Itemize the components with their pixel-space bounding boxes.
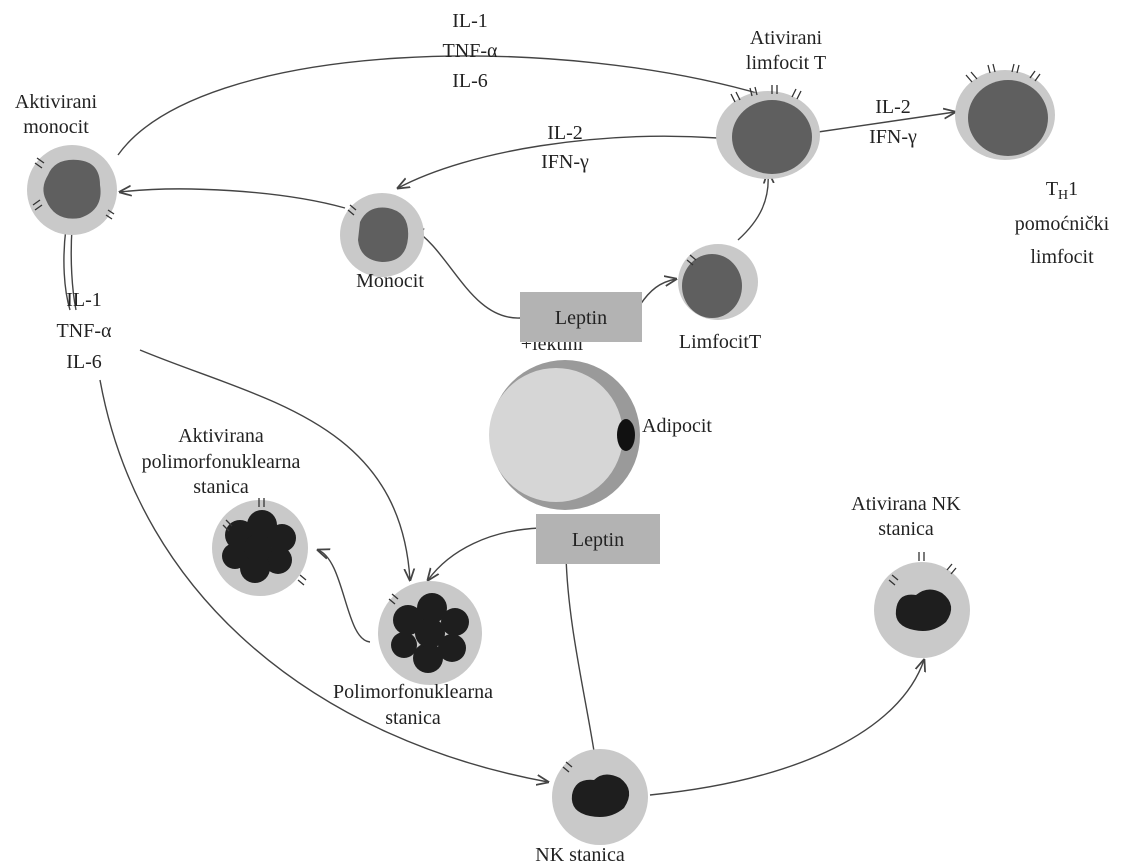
arrow-nk-to-activated-nk — [649, 660, 924, 796]
arrow-leptin-to-monocyte — [412, 228, 521, 319]
arrow-cytokines-to-nk — [99, 379, 548, 782]
line-activated-monocyte-down — [70, 227, 77, 311]
il2-ifn-left-label: IL-2 IFN-γ — [541, 122, 589, 173]
cell-adipocyte — [489, 360, 640, 510]
arrow-activated-t-to-monocyte — [398, 135, 719, 188]
svg-text:IL-6: IL-6 — [452, 70, 488, 92]
cell-nk — [552, 749, 648, 845]
svg-text:stanica: stanica — [878, 518, 934, 540]
arrow-pmn-to-activated-pmn — [318, 550, 371, 643]
nk-label: NK stanica — [535, 844, 625, 866]
monocyte-label: Monocit — [356, 270, 424, 292]
cell-pmn — [378, 581, 482, 685]
th1-prefix: T — [1046, 178, 1058, 200]
svg-text:stanica: stanica — [385, 707, 441, 729]
svg-text:Ativirana NK: Ativirana NK — [851, 493, 961, 515]
activated-monocyte-label: Aktivirani monocit — [15, 91, 98, 138]
pmn-label: Polimorfonuklearna stanica — [333, 681, 493, 729]
lymphocyte-t-label: LimfocitT — [679, 331, 761, 353]
svg-text:Ativirani: Ativirani — [750, 27, 823, 49]
arrow-leptin-to-lymphocyte — [639, 279, 676, 306]
svg-text:IL-1: IL-1 — [66, 289, 102, 311]
line-activated-monocyte-down-2 — [63, 227, 71, 311]
svg-text:IFN-γ: IFN-γ — [541, 151, 589, 173]
leptin-box-top: +lektini Leptin — [520, 292, 642, 355]
activated-pmn-label: Aktivirana polimorfonuklearna stanica — [142, 425, 301, 498]
cell-activated-pmn — [212, 498, 308, 596]
cell-monocyte — [340, 193, 424, 277]
svg-text:pomoćnički: pomoćnički — [1015, 213, 1110, 235]
leptin-bottom-label: Leptin — [572, 529, 624, 551]
th1-sub: H — [1058, 188, 1068, 203]
arrow-monocyte-to-activated-monocyte — [120, 189, 346, 209]
arrow-cytokines-to-pmn — [139, 349, 410, 580]
cell-activated-nk — [874, 552, 970, 658]
svg-text:TNF-α: TNF-α — [57, 320, 112, 342]
th1-suffix: 1 — [1068, 178, 1078, 200]
svg-text:limfocit: limfocit — [1030, 246, 1094, 268]
svg-text:IL-2: IL-2 — [875, 96, 911, 118]
svg-text:stanica: stanica — [193, 476, 249, 498]
arrow-leptin-bottom-to-pmn — [428, 527, 541, 580]
svg-text:IFN-γ: IFN-γ — [869, 126, 917, 148]
cell-th1-helper-lymphocyte — [955, 63, 1055, 160]
cytokines-left-label: IL-1 TNF-α IL-6 — [57, 289, 112, 373]
svg-text:polimorfonuklearna: polimorfonuklearna — [142, 451, 301, 473]
arrow-top-cytokines-to-activated-t — [117, 55, 780, 156]
svg-text:TNF-α: TNF-α — [443, 40, 498, 62]
activated-t-label: Ativirani limfocit T — [746, 27, 826, 74]
svg-text:Aktivirana: Aktivirana — [178, 425, 264, 447]
il2-ifn-right-label: IL-2 IFN-γ — [869, 96, 917, 148]
svg-text:Polimorfonuklearna: Polimorfonuklearna — [333, 681, 493, 703]
cytokines-top-label: IL-1 TNF-α IL-6 — [443, 10, 498, 92]
leptin-box-bottom: Leptin — [536, 514, 660, 564]
svg-text:Aktivirani: Aktivirani — [15, 91, 98, 113]
cell-activated-monocyte — [27, 145, 117, 235]
leptin-top-label: Leptin — [555, 307, 607, 329]
th1-label: TH1 pomoćnički limfocit — [1015, 178, 1110, 268]
activated-nk-label: Ativirana NK stanica — [851, 493, 961, 540]
arrow-activated-t-to-th1 — [817, 112, 955, 133]
svg-text:TH1: TH1 — [1046, 178, 1078, 203]
svg-text:limfocit T: limfocit T — [746, 52, 826, 74]
svg-text:IL-1: IL-1 — [452, 10, 488, 32]
cell-activated-t-lymphocyte — [716, 85, 820, 179]
adipocyte-label: Adipocit — [642, 415, 712, 437]
svg-text:IL-6: IL-6 — [66, 351, 102, 373]
arrow-lymphocyte-to-activated-t — [737, 172, 768, 241]
svg-text:monocit: monocit — [23, 116, 89, 138]
svg-text:IL-2: IL-2 — [547, 122, 583, 144]
cell-t-lymphocyte — [678, 244, 758, 320]
